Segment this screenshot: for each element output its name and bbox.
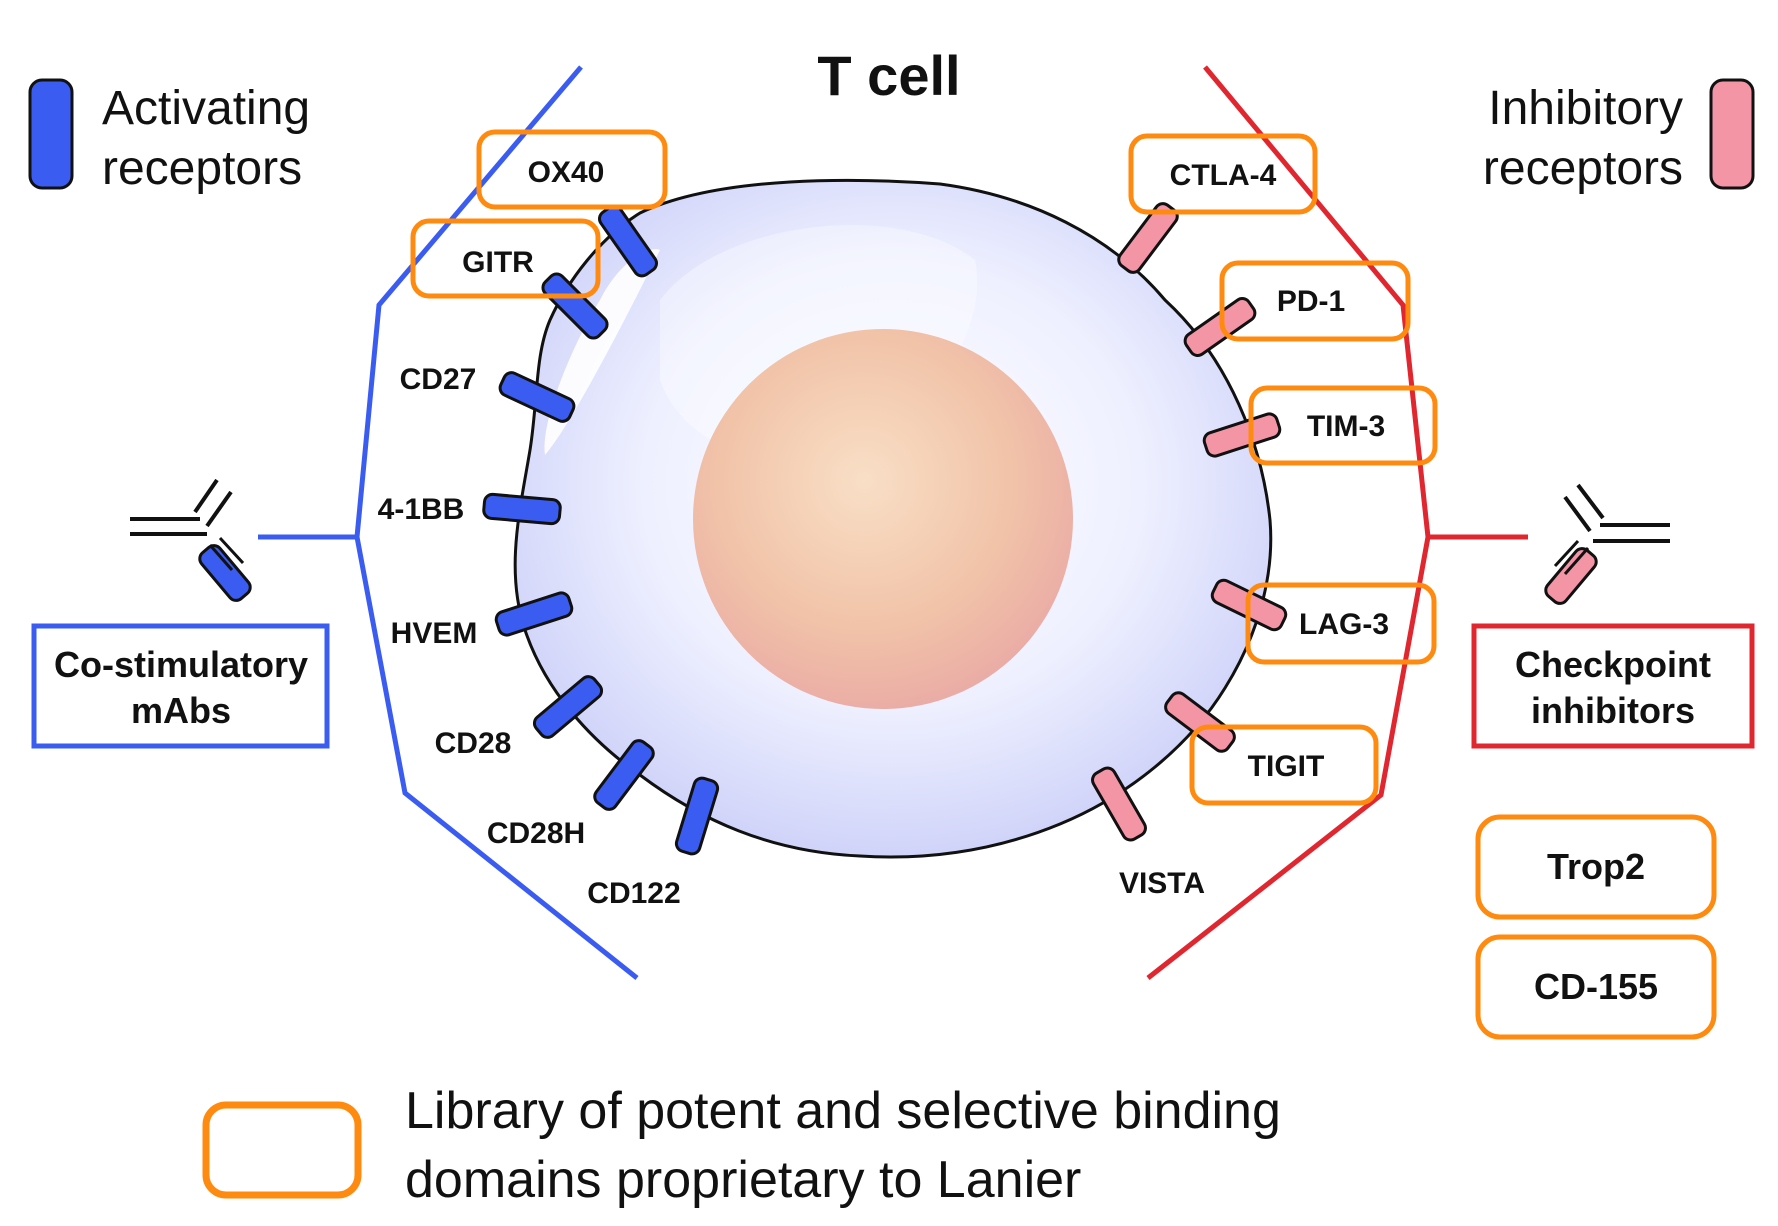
receptor-label-cd28h: CD28H — [487, 817, 585, 850]
ctla-4-highlight-box — [1128, 133, 1318, 215]
library-legend-label-1: Library of potent and selective binding — [405, 1082, 1281, 1140]
activating-legend-swatch — [28, 78, 74, 190]
receptor-label-ctla-4: CTLA-4 — [1170, 159, 1277, 192]
receptor-tim-3-icon — [1202, 412, 1282, 458]
checkpoint-inhibitors-label-1: Checkpoint — [1515, 644, 1711, 685]
receptor-label-cd122: CD122 — [587, 877, 680, 910]
page-title: T cell — [817, 44, 960, 107]
receptor-label-tigit: TIGIT — [1248, 750, 1325, 783]
checkpoint-antibody-icon — [1544, 483, 1670, 605]
ox40-highlight-box — [476, 129, 668, 210]
receptor-hvem-icon — [494, 591, 574, 637]
receptor-cd28h-icon — [593, 739, 655, 811]
receptor-label-cd28: CD28 — [435, 727, 512, 760]
nucleus — [693, 329, 1073, 709]
cd-155-box — [1475, 934, 1717, 1040]
costim-mabs-box — [31, 623, 330, 749]
receptor-label-vista: VISTA — [1119, 867, 1205, 900]
receptor-label-hvem: HVEM — [391, 617, 478, 650]
receptor-label-lag-3: LAG-3 — [1299, 608, 1389, 641]
receptor-ox40-icon — [598, 204, 658, 278]
receptor-label-pd-1: PD-1 — [1277, 285, 1345, 318]
receptor-ctla-4-icon — [1117, 202, 1179, 274]
pd-1-highlight-box — [1219, 260, 1411, 342]
receptor-label-cd27: CD27 — [400, 363, 477, 396]
activating-legend-label-1: Activating — [102, 82, 310, 135]
tim-3-highlight-box — [1248, 385, 1438, 466]
tigit-highlight-box — [1189, 724, 1379, 806]
receptor-4-1bb-icon — [482, 492, 562, 526]
receptor-label-4-1bb: 4-1BB — [378, 493, 465, 526]
inhibitory-legend-label-1: Inhibitory — [1488, 82, 1683, 135]
library-legend-swatch — [202, 1101, 362, 1199]
receptor-vista-icon — [1091, 766, 1147, 842]
receptor-label-ox40: OX40 — [528, 156, 605, 189]
library-legend-label-2: domains proprietary to Lanier — [405, 1151, 1081, 1209]
receptor-cd27-icon — [498, 371, 576, 423]
receptor-tigit-icon — [1164, 691, 1236, 753]
costim-mabs-label-1: Co-stimulatory — [54, 644, 308, 685]
costim-mabs-label-2: mAbs — [131, 690, 231, 731]
checkpoint-inhibitors-box — [1471, 623, 1755, 749]
lag-3-highlight-box — [1245, 582, 1437, 665]
gitr-highlight-box — [410, 218, 601, 299]
inhibitory-legend-label-2: receptors — [1483, 142, 1683, 195]
receptor-label-tim-3: TIM-3 — [1307, 410, 1385, 443]
receptor-cd122-icon — [674, 776, 720, 856]
inhibitory-legend-swatch — [1709, 78, 1755, 190]
activating-legend-label-2: receptors — [102, 142, 302, 195]
trop2-box — [1475, 814, 1717, 920]
receptor-label-gitr: GITR — [462, 246, 534, 279]
trop2-label: Trop2 — [1547, 846, 1645, 887]
costim-antibody-icon — [130, 478, 252, 602]
cd-155-label: CD-155 — [1534, 966, 1658, 1007]
checkpoint-inhibitors-label-2: inhibitors — [1531, 690, 1695, 731]
receptor-cd28-icon — [532, 675, 604, 739]
